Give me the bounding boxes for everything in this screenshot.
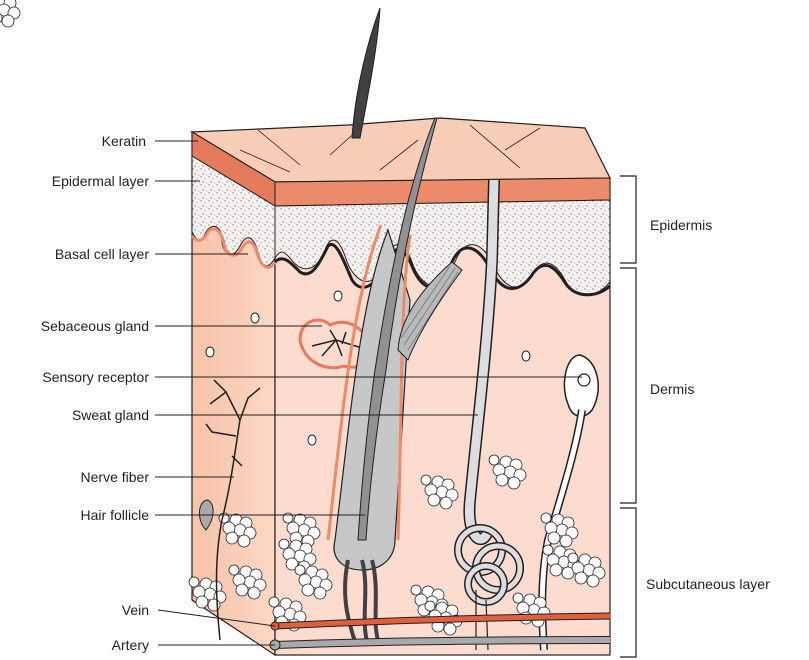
label-keratin: Keratin (102, 133, 146, 149)
fat-clusters (0, 0, 20, 27)
label-epidermal-layer: Epidermal layer (52, 173, 150, 189)
label-basal-cell-layer: Basal cell layer (55, 246, 149, 262)
hair-above-skin (352, 8, 380, 138)
label-sensory-receptor: Sensory receptor (42, 369, 149, 385)
label-sweat-gland: Sweat gland (72, 407, 149, 423)
label-nerve-fiber: Nerve fiber (81, 469, 150, 485)
label-epidermis: Epidermis (650, 217, 712, 233)
layer-brackets (620, 176, 636, 657)
label-artery: Artery (112, 637, 149, 653)
label-sebaceous-gland: Sebaceous gland (41, 318, 149, 334)
label-hair-follicle: Hair follicle (81, 507, 150, 523)
label-subcutaneous-layer: Subcutaneous layer (646, 576, 770, 592)
label-dermis: Dermis (650, 381, 694, 397)
label-vein: Vein (122, 602, 149, 618)
